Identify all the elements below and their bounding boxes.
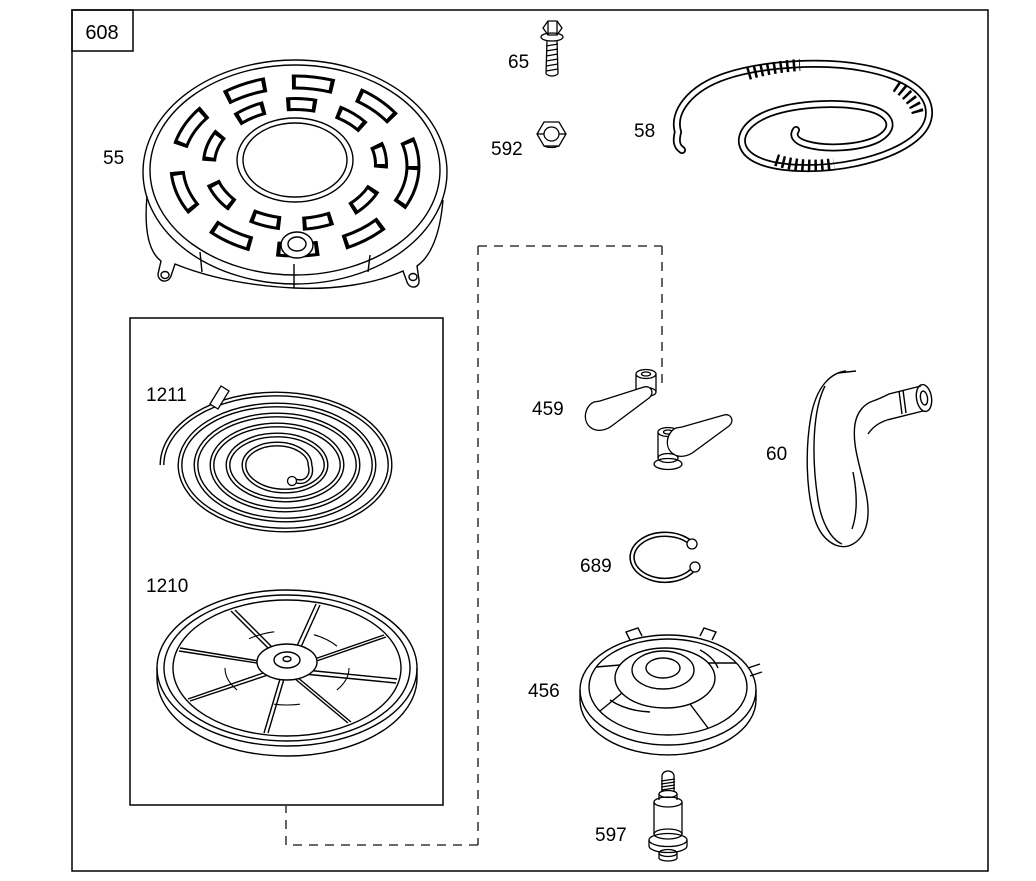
figure-number-box <box>71 9 134 52</box>
part-label-handle: 60 <box>766 444 787 465</box>
recoil-spring-drawing <box>159 385 393 533</box>
part-label-screw: 65 <box>508 52 529 73</box>
part-labels: 608 55 65 592 58 1211 1210 459 60 689 45… <box>85 22 787 846</box>
assembly-reference-dashed-lines <box>285 245 663 846</box>
part-label-blower-housing: 55 <box>103 148 124 169</box>
retaining-ring-drawing <box>629 531 701 584</box>
figure-number-label: 608 <box>85 22 118 44</box>
diagram-frames <box>71 9 989 872</box>
spring-pulley-group-box <box>129 317 444 806</box>
pawl-plate-drawing <box>579 627 763 756</box>
screw-drawing <box>540 20 564 77</box>
part-label-rope: 58 <box>634 121 655 142</box>
starter-pulley-drawing <box>156 589 418 757</box>
part-label-plate: 456 <box>528 681 560 702</box>
part-label-shoulder-screw: 597 <box>595 825 627 846</box>
part-label-pulley: 1210 <box>146 576 188 597</box>
blower-housing-drawing <box>142 59 448 290</box>
part-label-pawls: 459 <box>532 399 564 420</box>
starter-rope-drawing <box>672 59 933 173</box>
part-label-nut: 592 <box>491 139 523 160</box>
starter-handle-drawing <box>806 370 933 548</box>
part-label-ring: 689 <box>580 556 612 577</box>
hex-nut-drawing <box>536 121 567 149</box>
pawl-set-drawing <box>584 368 733 471</box>
shoulder-screw-drawing <box>648 770 688 862</box>
page-border <box>71 9 989 872</box>
part-label-spring: 1211 <box>146 385 187 406</box>
